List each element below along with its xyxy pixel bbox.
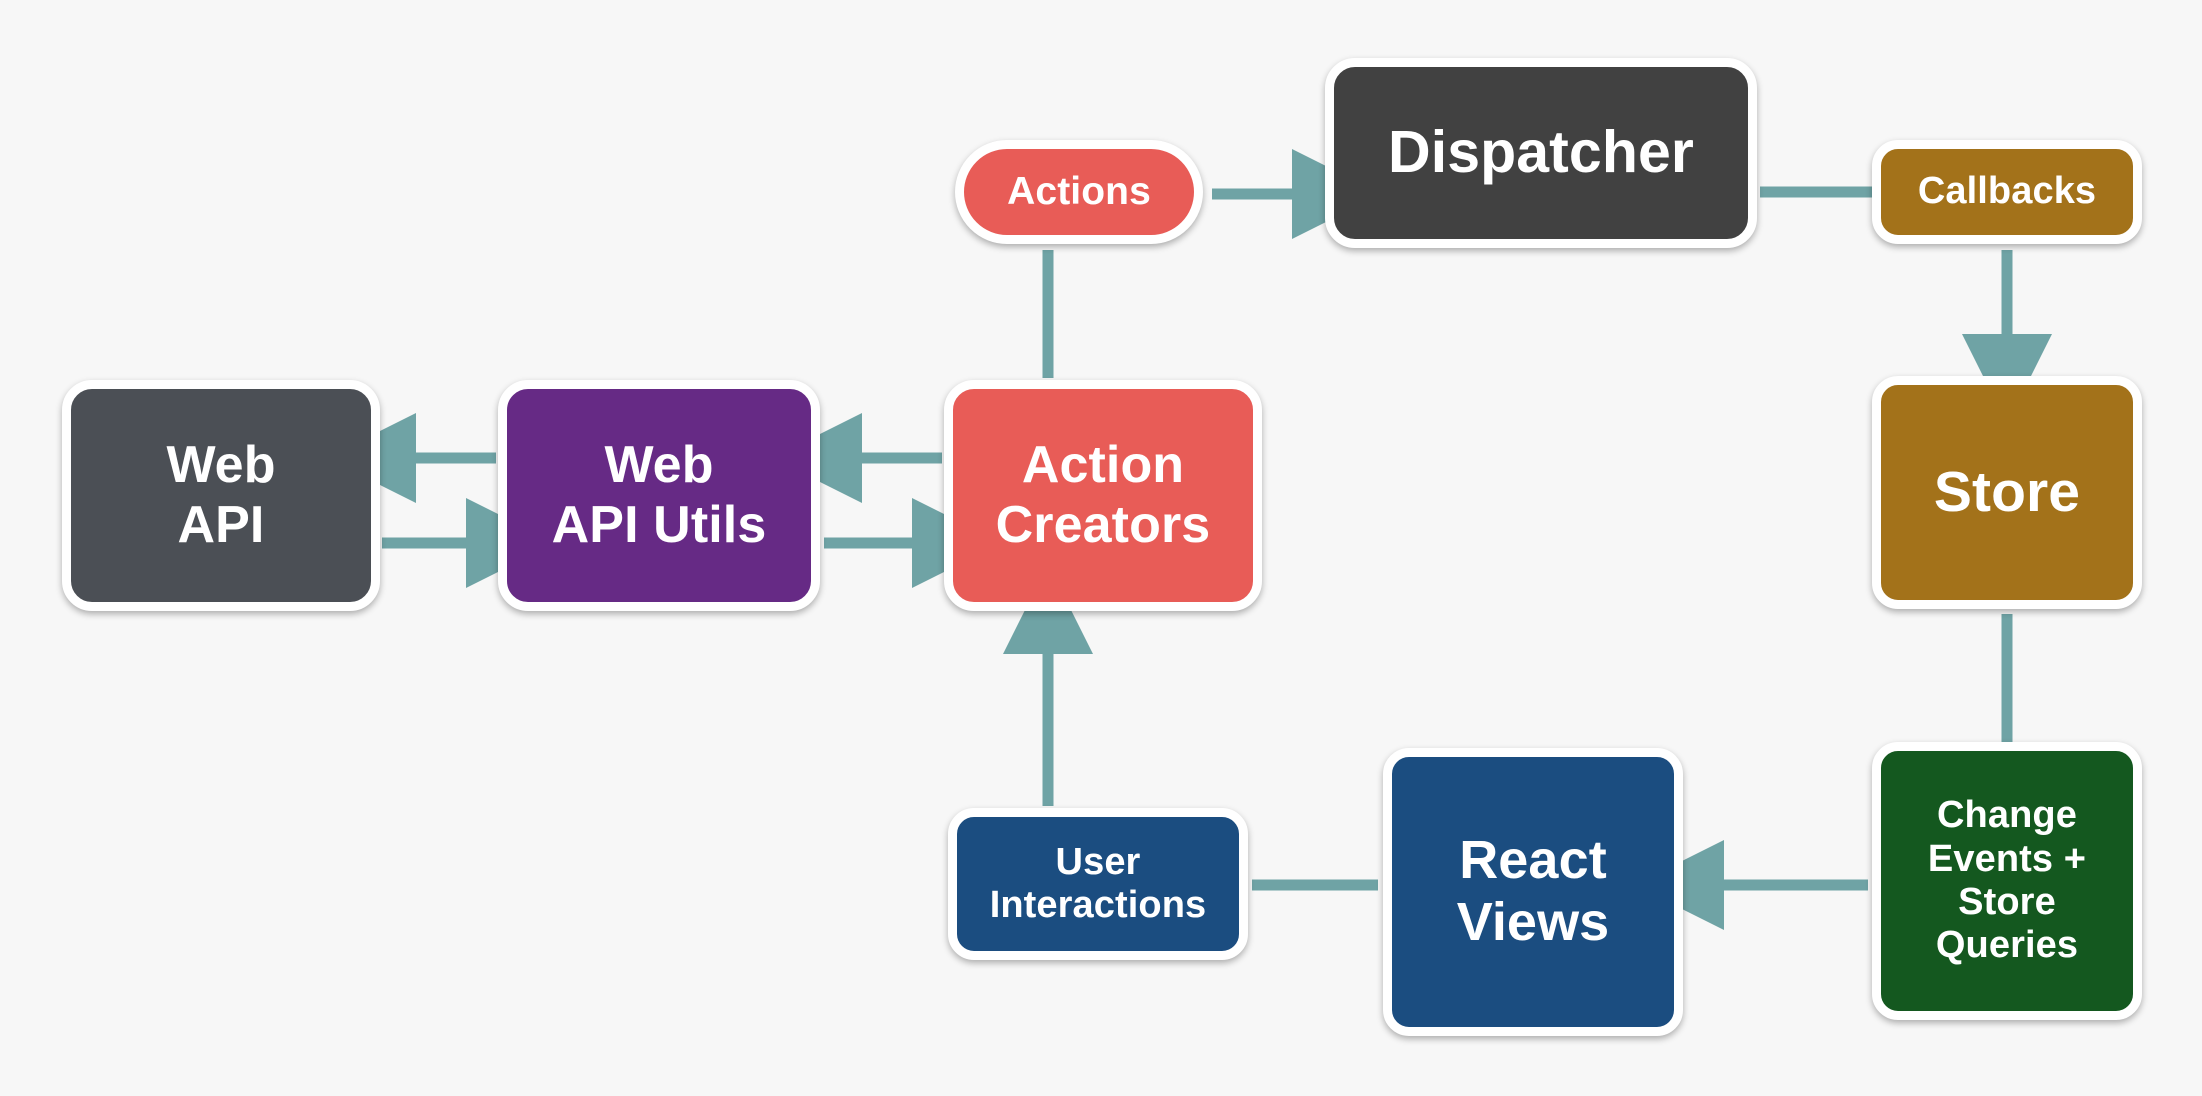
node-web-api-utils[interactable]: Web API Utils bbox=[498, 380, 820, 611]
node-web-api-utils-label: Web API Utils bbox=[551, 436, 767, 554]
node-actions-label: Actions bbox=[1007, 169, 1151, 213]
node-store-label: Store bbox=[1933, 460, 2081, 525]
node-react-views[interactable]: React Views bbox=[1383, 748, 1683, 1036]
node-dispatcher-label: Dispatcher bbox=[1388, 119, 1694, 186]
node-actions[interactable]: Actions bbox=[955, 140, 1203, 244]
node-user-interactions[interactable]: User Interactions bbox=[948, 808, 1248, 960]
node-react-views-label: React Views bbox=[1456, 830, 1610, 952]
node-callbacks-label: Callbacks bbox=[1917, 170, 2097, 213]
node-action-creators-label: Action Creators bbox=[995, 436, 1211, 554]
node-web-api-label: Web API bbox=[166, 436, 276, 554]
node-user-interactions-label: User Interactions bbox=[989, 840, 1207, 926]
node-dispatcher[interactable]: Dispatcher bbox=[1325, 58, 1757, 248]
node-store[interactable]: Store bbox=[1872, 376, 2142, 609]
node-change-events-label: Change Events + Store Queries bbox=[1927, 794, 2087, 967]
node-action-creators[interactable]: Action Creators bbox=[944, 380, 1262, 611]
node-callbacks[interactable]: Callbacks bbox=[1872, 140, 2142, 244]
node-change-events[interactable]: Change Events + Store Queries bbox=[1872, 742, 2142, 1020]
node-web-api[interactable]: Web API bbox=[62, 380, 380, 611]
